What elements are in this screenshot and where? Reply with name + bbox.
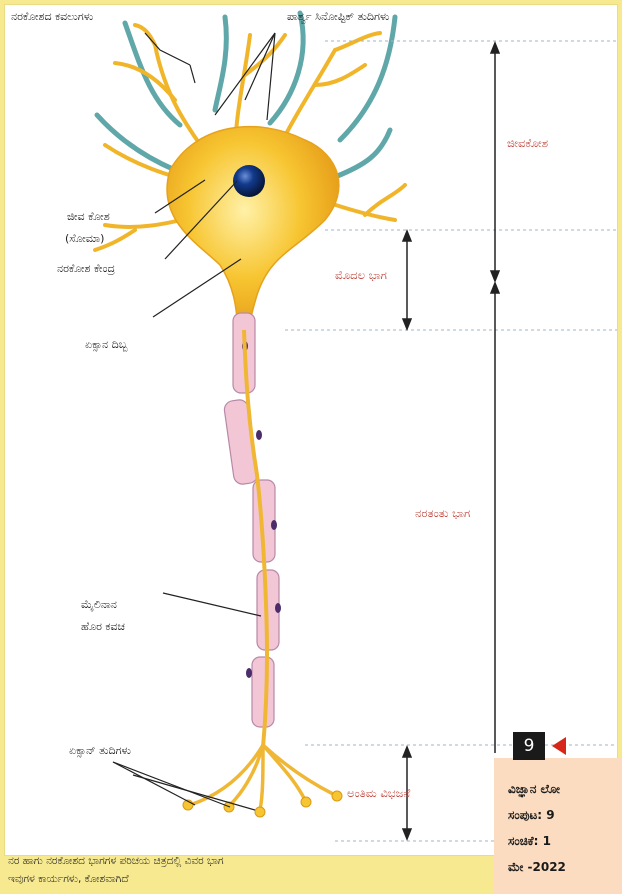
region-arrows [403, 43, 499, 839]
page-marker-triangle-icon [552, 737, 566, 755]
label-axon-terminals: ಏಕ್ಸಾನ್ ತುದಿಗಳು [69, 743, 131, 759]
cell-body [167, 127, 339, 335]
label-soma: (ಸೋಮಾ) [65, 231, 104, 247]
caption-line-2: ಇವುಗಳ ಕಾರ್ಯಗಳು, ಕೋಶವಾಗಿದೆ [8, 870, 528, 888]
label-dendrites: ನರಕೋಶದ ಕವಲುಗಳು [11, 9, 93, 25]
label-myelin-line1: ಮೈಲಿನಾನ [81, 597, 117, 613]
label-axon-hillock: ಏಕ್ಸಾನ ದಿಬ್ಬ [85, 337, 127, 353]
label-nucleus: ನರಕೋಶ ಕೇಂದ್ರ [57, 261, 115, 277]
region-guide-lines [285, 41, 617, 841]
figure-caption: ನರ ಹಾಗು ನರಕೋಶದ ಭಾಗಗಳ ಪರಿಚಯ ಚಿತ್ರದಲ್ಲಿ ವಿ… [8, 852, 528, 888]
label-myelin-line2: ಹೊರ ಕವಚ [81, 619, 125, 635]
neuron-diagram [5, 5, 617, 855]
diagram-panel: ನರಕೋಶದ ಕವಲುಗಳು ಪಾರ್ಶ್ವ ಸಿನೋಪ್ಟಿಕ್ ತುದಿಗಳ… [4, 4, 618, 856]
region-soma: ಜೀವಕೋಶ [507, 135, 548, 151]
info-date: ಮೇ -2022 [508, 860, 566, 875]
publication-info-box: ವಿಜ್ಞಾನ ಲೋ ಸಂಪುಟ: 9 ಸಂಚಿಕೆ: 1 ಮೇ -2022 [494, 758, 622, 894]
label-cell-body: ಜೀವ ಕೋಶ [67, 209, 110, 225]
page-number: 9 [513, 732, 545, 760]
info-magazine-name: ವಿಜ್ಞಾನ ಲೋ [508, 782, 560, 797]
region-terminal-branching: ಅಂತಿಮ ವಿಭಜನೆ [347, 785, 410, 801]
label-synaptic-terminals: ಪಾರ್ಶ್ವ ಸಿನೋಪ್ಟಿಕ್ ತುದಿಗಳು [287, 9, 389, 25]
nucleus [233, 165, 265, 197]
region-axon: ನರತಂತು ಭಾಗ [415, 505, 470, 521]
caption-line-1: ನರ ಹಾಗು ನರಕೋಶದ ಭಾಗಗಳ ಪರಿಚಯ ಚಿತ್ರದಲ್ಲಿ ವಿ… [8, 852, 528, 870]
info-issue: ಸಂಚಿಕೆ: 1 [508, 834, 551, 849]
myelin-sheath [223, 313, 279, 727]
region-initial-segment: ಮೊದಲ ಭಾಗ [335, 267, 387, 283]
info-volume: ಸಂಪುಟ: 9 [508, 808, 555, 823]
